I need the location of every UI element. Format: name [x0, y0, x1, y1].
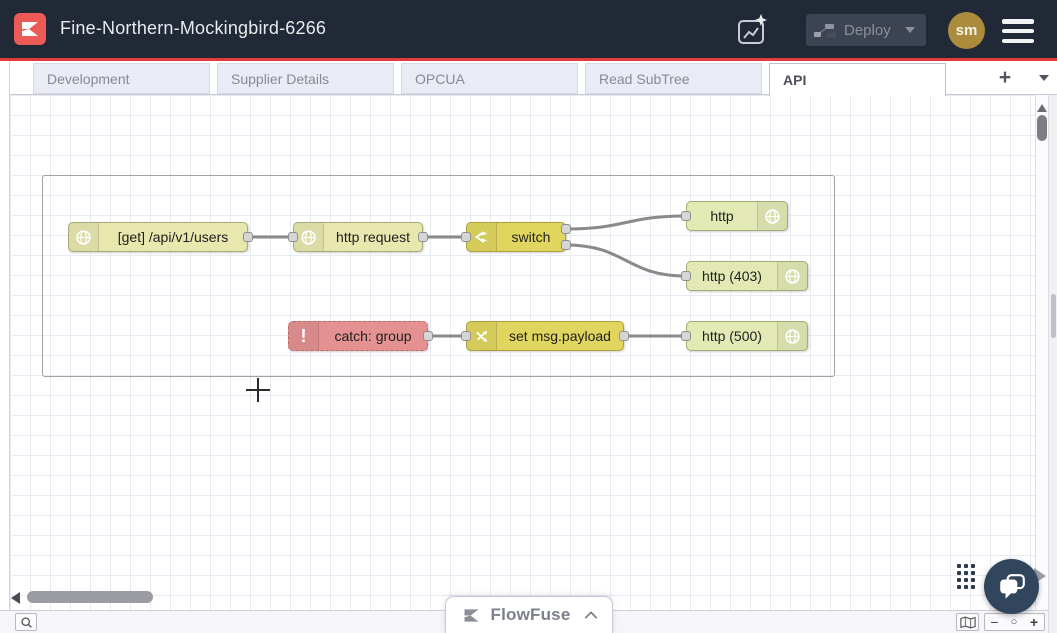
- node-label: catch: group: [334, 328, 412, 344]
- hamburger-icon: [1002, 19, 1034, 24]
- switch-icon: [467, 223, 497, 251]
- add-flow-button[interactable]: +: [998, 66, 1012, 89]
- ai-assistant-button[interactable]: [736, 11, 770, 48]
- wire-2[interactable]: [564, 214, 688, 231]
- flow-node-change[interactable]: set msg.payload: [466, 321, 624, 351]
- tab-label: Supplier Details: [231, 70, 330, 87]
- flowfuse-logo-icon: [22, 22, 38, 36]
- flow-node-http-response-403[interactable]: http (403): [686, 261, 808, 291]
- tab-read-subtree[interactable]: Read SubTree: [585, 63, 762, 94]
- input-port-http-response-500[interactable]: [681, 331, 691, 341]
- instance-title: Fine-Northern-Mockingbird-6266: [60, 18, 327, 38]
- flowfuse-logo[interactable]: [14, 13, 46, 45]
- search-flows-button[interactable]: [15, 613, 37, 631]
- hscroll-left-arrow[interactable]: [11, 592, 20, 604]
- vscroll-track[interactable]: [1035, 95, 1048, 610]
- chevron-down-icon: [1039, 75, 1049, 81]
- deploy-button[interactable]: Deploy: [806, 14, 926, 46]
- flow-node-http-in[interactable]: [get] /api/v1/users: [68, 222, 248, 252]
- node-label: http request: [336, 229, 410, 245]
- flow-node-switch[interactable]: switch: [466, 222, 566, 252]
- flowfuse-logo-gray-icon: [464, 608, 478, 622]
- vscroll-up-arrow[interactable]: [1037, 104, 1047, 112]
- output-port-catch-group[interactable]: [423, 331, 433, 341]
- deploy-nodes-icon: [814, 23, 836, 38]
- tab-label: OPCUA: [415, 70, 465, 87]
- wire-3[interactable]: [564, 243, 688, 278]
- vscroll-thumb[interactable]: [1037, 115, 1047, 141]
- node-label: http (403): [702, 268, 762, 284]
- palette-collapsed-strip: [0, 61, 10, 610]
- node-label: http (500): [702, 328, 762, 344]
- flow-node-http-response-500[interactable]: http (500): [686, 321, 808, 351]
- avatar-initials: sm: [955, 22, 978, 39]
- tab-label: API: [783, 72, 807, 88]
- browser-scrollbar-thumb[interactable]: [1050, 294, 1056, 338]
- flow-node-http-request[interactable]: http request: [293, 222, 423, 252]
- flow-list-dropdown-button[interactable]: [1030, 64, 1057, 92]
- tab-supplier-details[interactable]: Supplier Details: [217, 63, 394, 94]
- globe-icon: [777, 322, 807, 350]
- browser-scrollbar-track[interactable]: [1048, 61, 1057, 633]
- globe-icon: [69, 223, 99, 251]
- flow-node-http-response[interactable]: http: [686, 201, 788, 231]
- navigator-toggle-button[interactable]: [956, 613, 979, 631]
- tab-development[interactable]: Development: [33, 63, 210, 94]
- drag-handle-dots[interactable]: [957, 564, 975, 589]
- globe-icon: [777, 262, 807, 290]
- flowfuse-drawer-toggle[interactable]: FlowFuse: [445, 596, 613, 633]
- change-icon: [467, 322, 497, 350]
- hamburger-icon: [1002, 38, 1034, 43]
- input-port-switch[interactable]: [461, 232, 471, 242]
- input-port-http-response-403[interactable]: [681, 271, 691, 281]
- zoom-in-button[interactable]: +: [1024, 613, 1045, 631]
- output-port-change[interactable]: [619, 331, 629, 341]
- tab-label: Read SubTree: [599, 70, 690, 87]
- output-port-http-request[interactable]: [418, 232, 428, 242]
- flow-node-catch-group[interactable]: ! catch: group: [288, 321, 428, 351]
- node-label: set msg.payload: [509, 328, 611, 344]
- chat-bubble-icon: [999, 573, 1025, 599]
- node-label: switch: [511, 229, 551, 245]
- search-icon: [20, 616, 32, 628]
- tab-strip: Development Supplier Details OPCUA Read Sub…: [33, 63, 946, 96]
- output-port-http-in[interactable]: [243, 232, 253, 242]
- node-label: [get] /api/v1/users: [117, 229, 229, 245]
- input-port-change[interactable]: [461, 331, 471, 341]
- map-icon: [959, 616, 976, 628]
- zoom-out-button[interactable]: −: [984, 613, 1005, 631]
- node-label: http: [710, 208, 734, 224]
- tab-api[interactable]: API: [769, 63, 946, 96]
- output-port-switch-1[interactable]: [561, 240, 571, 250]
- input-port-http-response[interactable]: [681, 211, 691, 221]
- deploy-label: Deploy: [844, 21, 891, 39]
- input-port-http-request[interactable]: [288, 232, 298, 242]
- crosshair-cursor: [257, 378, 259, 402]
- globe-icon: [294, 223, 324, 251]
- chevron-up-icon: [584, 611, 597, 619]
- tab-opcua[interactable]: OPCUA: [401, 63, 578, 94]
- hscroll-thumb[interactable]: [27, 591, 153, 603]
- user-avatar[interactable]: sm: [948, 12, 985, 49]
- output-port-switch-0[interactable]: [561, 224, 571, 234]
- header-bar: Fine-Northern-Mockingbird-6266 Deploy sm: [0, 0, 1057, 61]
- chat-widget-button[interactable]: [984, 559, 1039, 614]
- ai-assistant-icon: [738, 13, 767, 44]
- globe-icon: [757, 202, 787, 230]
- deploy-caret-icon[interactable]: [904, 27, 915, 33]
- drawer-label: FlowFuse: [490, 605, 571, 624]
- tab-label: Development: [47, 70, 130, 87]
- flow-tab-bar: Development Supplier Details OPCUA Read Sub…: [10, 61, 1057, 96]
- node-group[interactable]: [42, 175, 835, 377]
- zoom-reset-button[interactable]: ○: [1004, 613, 1025, 631]
- exclamation-icon: !: [289, 322, 319, 350]
- hamburger-icon: [1002, 28, 1034, 34]
- main-menu-button[interactable]: [1002, 19, 1034, 43]
